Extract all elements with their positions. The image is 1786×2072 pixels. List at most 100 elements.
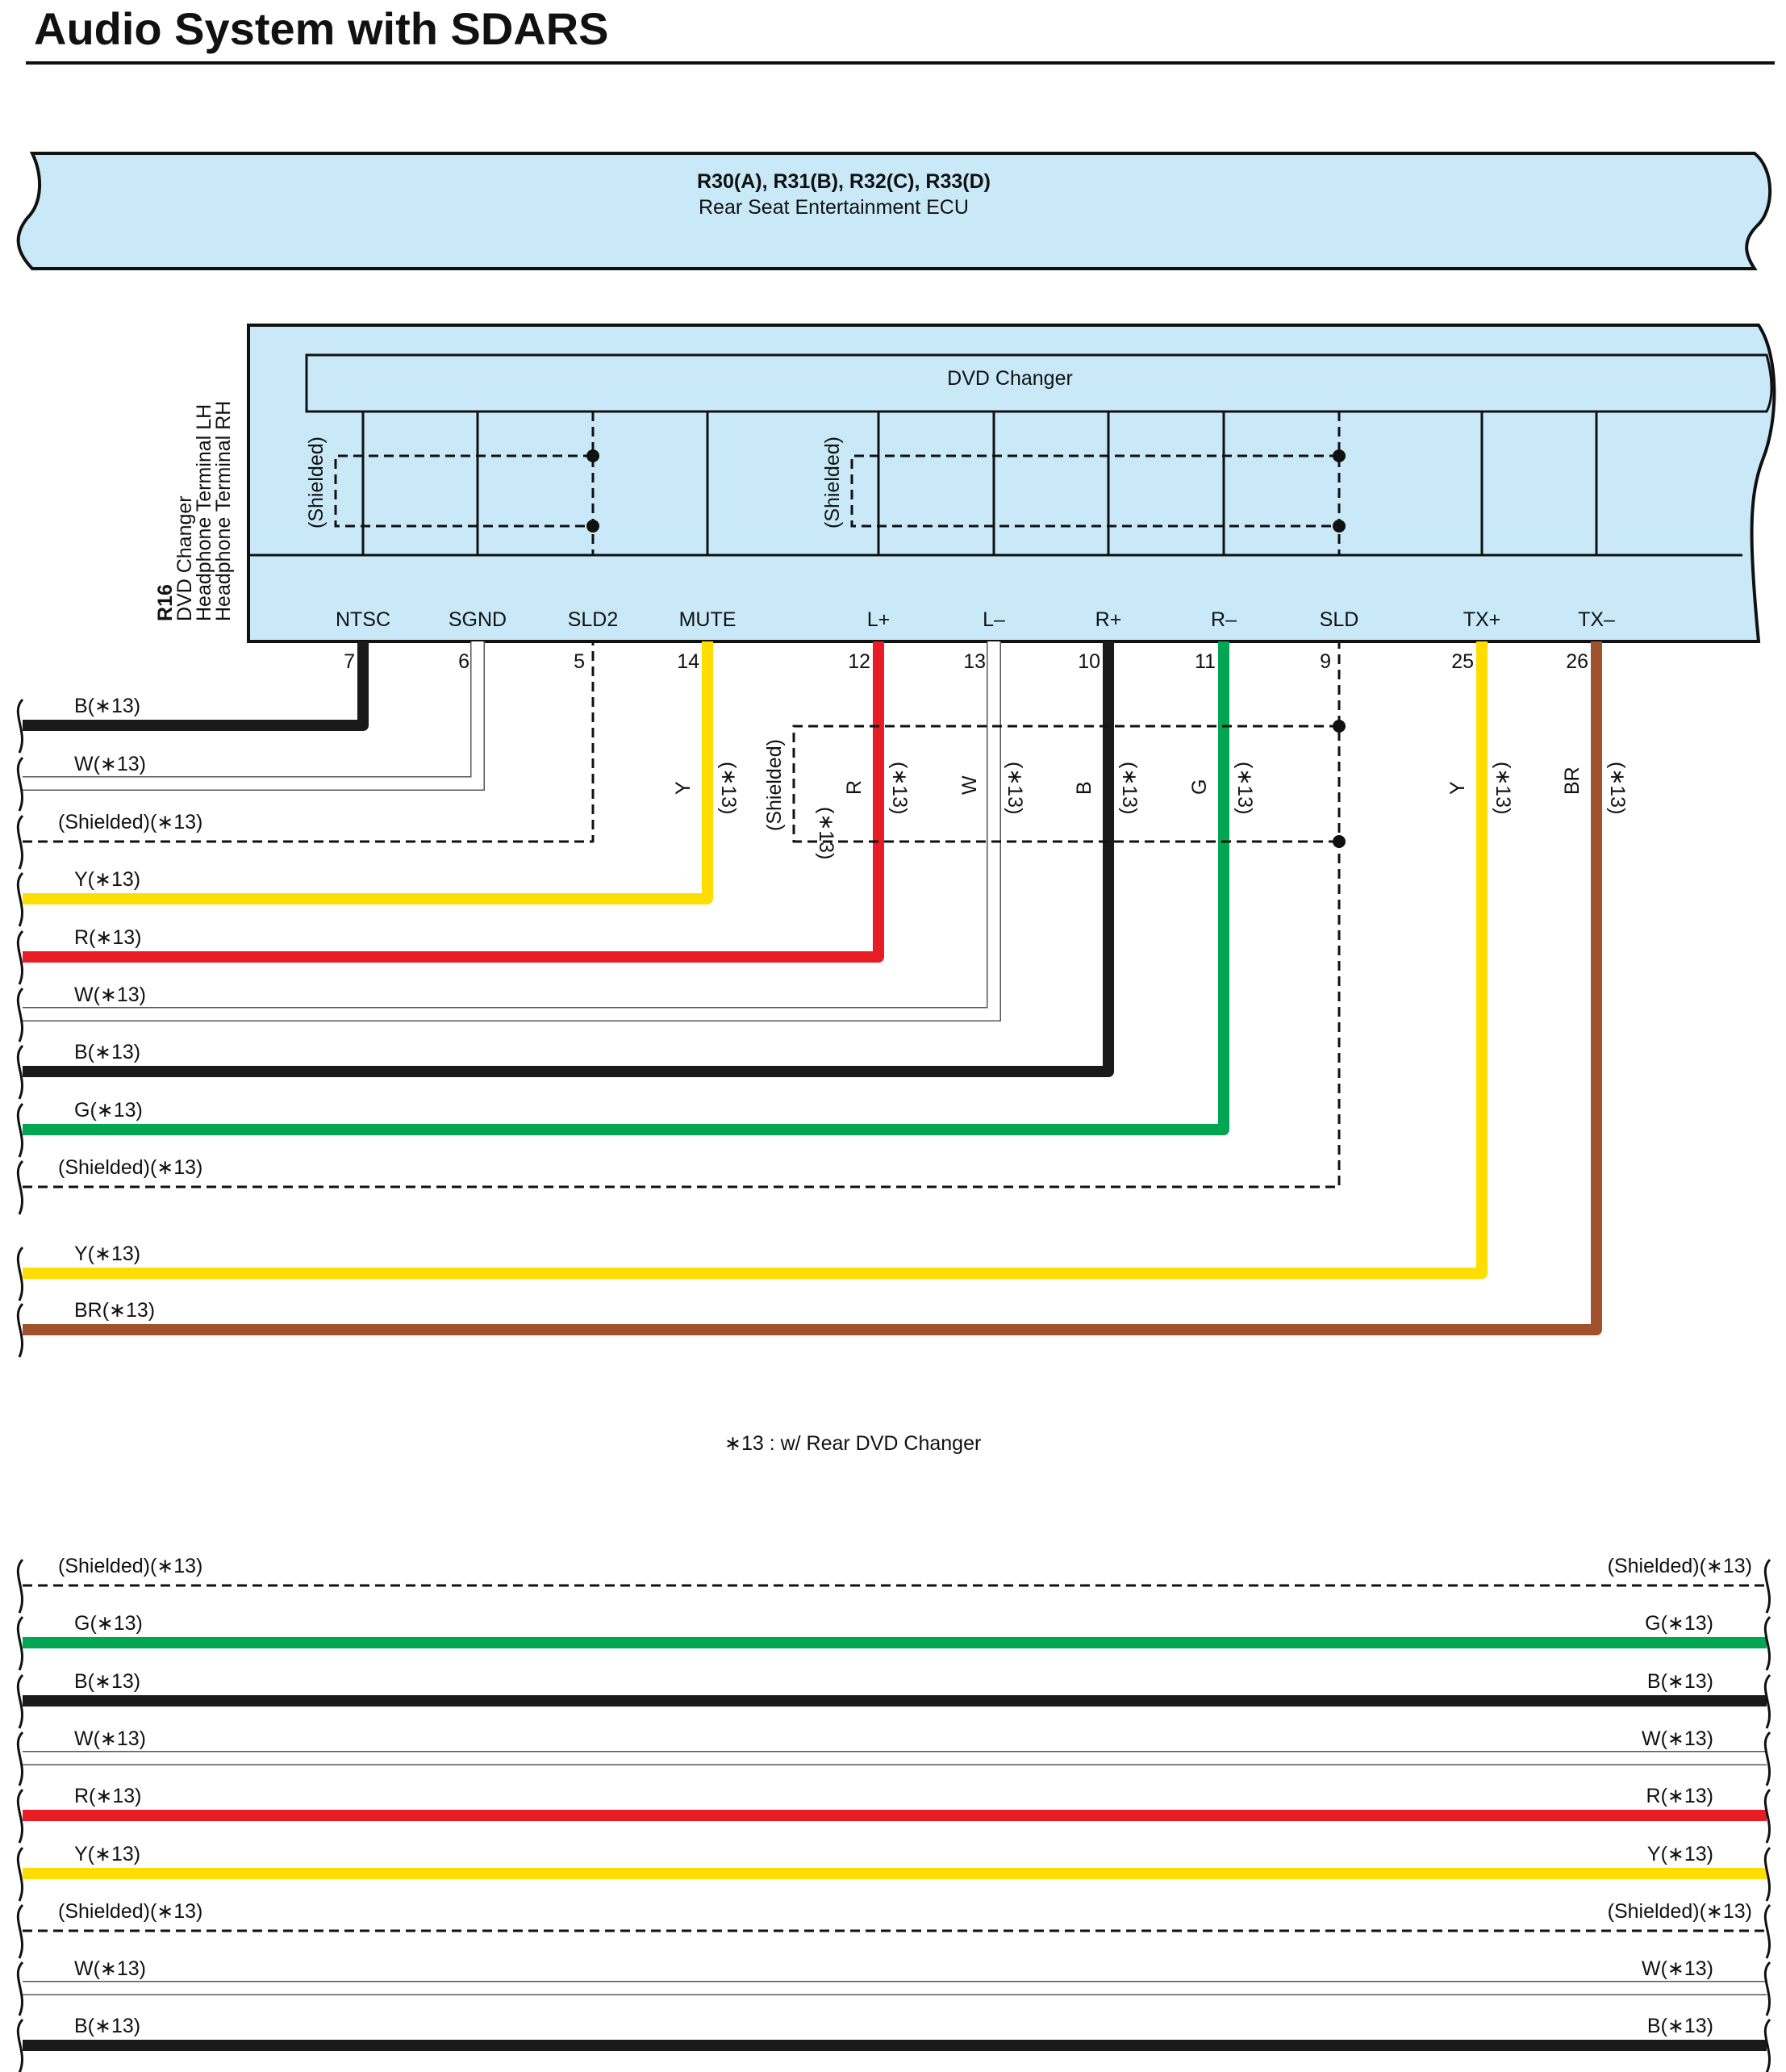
wire-break-mark — [1763, 1615, 1771, 1671]
wire-break-mark — [16, 1846, 24, 1902]
inner-shield-label-2: (Shielded) — [821, 437, 844, 528]
pin-name: SGND — [449, 608, 507, 631]
wire-break-mark — [16, 756, 24, 812]
vertical-wire-label: Y(∗13) — [672, 762, 740, 814]
wire-break-mark — [1763, 1673, 1771, 1729]
wire-core — [23, 641, 484, 790]
wire-line — [23, 641, 595, 843]
bottom-wire-label-left: (Shielded)(∗13) — [58, 1555, 202, 1577]
vertical-wire-labels: Y(∗13)R(∗13)W(∗13)B(∗13)G(∗13)Y(∗13)BR(∗… — [672, 762, 1629, 814]
wire-break-mark — [16, 1102, 24, 1158]
top-wire: B(∗13) — [16, 641, 369, 754]
footnote: ∗13 : w/ Rear DVD Changer — [724, 1432, 981, 1455]
bottom-wire: B(∗13)B(∗13) — [16, 1670, 1771, 1729]
wire-break-mark — [16, 1044, 24, 1100]
pin-number: 26 — [1566, 650, 1588, 673]
bottom-wire: W(∗13)W(∗13) — [16, 1957, 1771, 2016]
wire-break-mark — [16, 1615, 24, 1671]
inner-shield-label-1: (Shielded) — [305, 437, 328, 528]
vertical-shield-label: (Shielded) — [763, 739, 786, 831]
r16-label: R16 DVD Changer Headphone Terminal LH He… — [154, 401, 235, 621]
pin-name: R– — [1211, 608, 1237, 631]
top-wire: Y(∗13) — [16, 641, 713, 927]
page-title: Audio System with SDARS — [34, 3, 609, 54]
top-wire: B(∗13) — [16, 641, 1114, 1100]
ecu-connector-ids: R30(A), R31(B), R32(C), R33(D) — [697, 170, 991, 193]
pin-number: 25 — [1451, 650, 1474, 673]
vertical-wire-label: B(∗13) — [1073, 762, 1141, 814]
inner-dividers — [361, 411, 1598, 555]
pin-name: SLD2 — [568, 608, 619, 631]
wire-line — [23, 641, 1602, 1335]
wire-line — [23, 641, 1229, 1135]
pin-number: 14 — [677, 650, 699, 673]
r16-id: R16 — [154, 584, 177, 621]
bottom-wire: G(∗13) G(∗13) — [16, 1612, 1771, 1671]
top-wire-label: B(∗13) — [74, 1041, 140, 1063]
top-wire-label: BR(∗13) — [74, 1299, 155, 1322]
bottom-wire-label-left: (Shielded)(∗13) — [58, 1900, 202, 1923]
top-wire: W (∗13) — [16, 641, 1001, 1042]
bottom-wire-label-right: (Shielded)(∗13) — [1608, 1900, 1752, 1923]
pin-number: 7 — [344, 650, 355, 673]
wire-break-mark — [16, 2018, 24, 2072]
top-wire: W(∗13) — [16, 641, 485, 812]
bottom-wire-label-right: Y(∗13) — [1647, 1843, 1713, 1865]
r16-line3: Headphone Terminal RH — [212, 401, 235, 621]
wire-line — [23, 641, 1341, 1188]
bottom-wire-label-right: W(∗13) — [1642, 1957, 1713, 1980]
bottom-wire-label-right: W(∗13) — [1642, 1727, 1713, 1750]
wire-break-mark — [1763, 1788, 1771, 1844]
vertical-shield-note: (∗13) — [815, 807, 837, 859]
wire-break-mark — [16, 698, 24, 754]
top-wire-label: W(∗13) — [74, 753, 146, 775]
bottom-wire: Y(∗13)Y(∗13) — [16, 1843, 1771, 1902]
pin-labels: NTSC7SGND6SLD25MUTE14L+12L–13R+10R–11SLD… — [336, 608, 1615, 673]
top-wire: G(∗13) — [16, 641, 1229, 1158]
bottom-wire-label-left: G(∗13) — [74, 1612, 143, 1635]
vertical-wire-color: BR — [1561, 767, 1584, 795]
pin-number: 13 — [963, 650, 986, 673]
wire-break-mark — [16, 929, 24, 985]
bottom-wire-label-left: W(∗13) — [74, 1727, 146, 1750]
bottom-wire-label-right: (Shielded)(∗13) — [1608, 1555, 1752, 1577]
pin-name: R+ — [1095, 608, 1122, 631]
vertical-wire-label: Y(∗13) — [1446, 762, 1514, 814]
bottom-wires: (Shielded)(∗13)(Shielded)(∗13)G(∗13)G(∗1… — [16, 1555, 1771, 2072]
top-wire-label: W(∗13) — [74, 984, 146, 1006]
top-wire-label: Y(∗13) — [74, 868, 140, 891]
vertical-wire-label: G(∗13) — [1188, 762, 1256, 814]
vertical-wire-note: (∗13) — [1004, 762, 1026, 814]
wire-break-mark — [16, 987, 24, 1042]
pin-name: TX+ — [1463, 608, 1501, 631]
pin-number: 10 — [1078, 650, 1100, 673]
pin-name: TX– — [1578, 608, 1615, 631]
wire-break-mark — [1763, 2018, 1771, 2072]
vertical-wire-color: W — [958, 775, 981, 795]
top-wire-label: R(∗13) — [74, 926, 141, 949]
pin-name: MUTE — [679, 608, 737, 631]
wire-break-mark — [16, 1673, 24, 1729]
vertical-wire-note: (∗13) — [1606, 762, 1629, 814]
top-wire-label: G(∗13) — [74, 1099, 143, 1122]
r16-line1: DVD Changer — [173, 495, 196, 621]
pin-number: 5 — [574, 650, 585, 673]
bottom-wire-label-right: B(∗13) — [1647, 2015, 1713, 2037]
bottom-wire: B(∗13)B(∗13) — [16, 2015, 1771, 2072]
vertical-wire-note: (∗13) — [1118, 762, 1141, 814]
vertical-wire-note: (∗13) — [888, 762, 911, 814]
wire-break-mark — [16, 1302, 24, 1358]
dvd-changer-strip — [305, 353, 1773, 413]
vertical-wire-color: R — [843, 780, 866, 795]
bottom-wire-label-right: G(∗13) — [1645, 1612, 1713, 1635]
wire-break-mark — [16, 1159, 24, 1215]
wire-line — [23, 641, 1488, 1279]
wire-break-mark — [16, 1731, 24, 1786]
inner-shield-1 — [334, 411, 599, 555]
top-wire-label: (Shielded)(∗13) — [58, 811, 202, 833]
wire-break-mark — [1763, 1731, 1771, 1786]
wire-break-mark — [16, 1903, 24, 1959]
vertical-wire-label: R (∗13) — [843, 762, 911, 814]
dvd-changer-title: DVD Changer — [947, 367, 1073, 390]
